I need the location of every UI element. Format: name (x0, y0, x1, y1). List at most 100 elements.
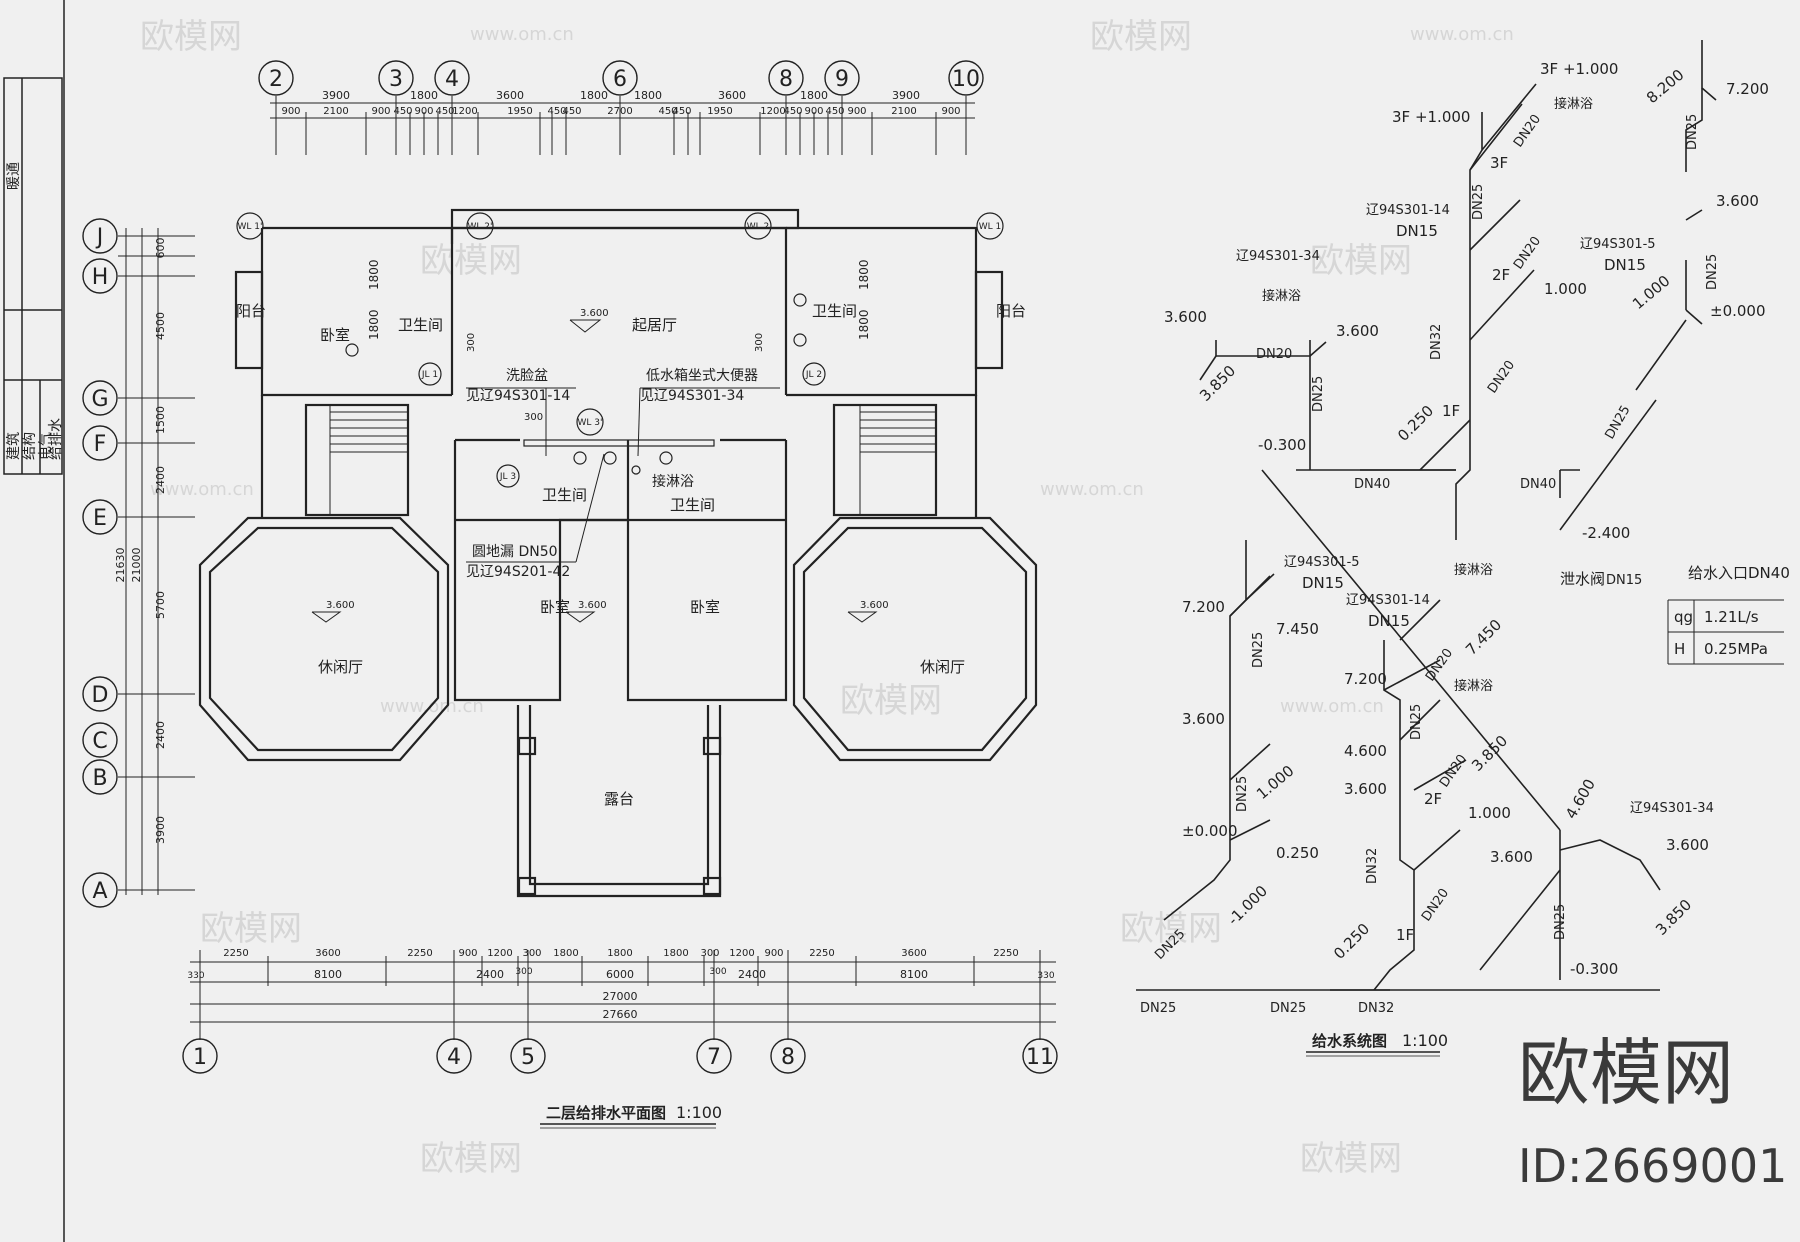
dimension-text: 1950 (707, 106, 732, 117)
axis-label: A (92, 879, 107, 904)
sys-label: 3F (1490, 154, 1508, 172)
sys-label: -0.300 (1570, 960, 1618, 978)
room-label: 卧室 (540, 598, 570, 616)
dimension-text: 1800 (410, 89, 438, 102)
leader-lines (466, 387, 780, 563)
dimension-text: 300 (754, 333, 765, 352)
dimension-text: 3600 (315, 948, 340, 959)
sys-label: 接淋浴 (1454, 678, 1493, 694)
floor-plan: 2 3 4 6 8 9 10 3900 1 (82, 60, 1058, 1129)
sys-label: 8.200 (1643, 66, 1687, 107)
sys-label: DN40 (1354, 477, 1390, 492)
dimension-text: 300 (522, 948, 541, 959)
sys-label: DN25 (1409, 704, 1424, 740)
title-block: 暖通 建筑 结构 电气 给排水 (6, 162, 64, 460)
sys-label: DN32 (1429, 324, 1444, 360)
bottom-dimension-row2: 330 8100 2400 300 6000 300 2400 8100 330… (187, 967, 1054, 1021)
note-shower: 接淋浴 (652, 473, 694, 490)
room-label: 起居厅 (632, 316, 677, 334)
dimension-text: 3600 (901, 948, 926, 959)
sys-label: 0.250 (1394, 402, 1437, 445)
axis-label: 8 (781, 1045, 795, 1070)
sys-label: 0.250 (1276, 844, 1319, 862)
sys-label: 7.450 (1276, 620, 1319, 638)
sys-label: 0.25MPa (1704, 640, 1768, 658)
room-label: 卫生间 (542, 486, 587, 504)
bottom-axis-bubbles (182, 1038, 1058, 1074)
level-mark: 3.600 (578, 600, 607, 611)
dimension-text: 2250 (809, 948, 834, 959)
sys-label: DN32 (1365, 848, 1380, 884)
sys-label: 1.000 (1629, 272, 1673, 313)
dimension-text: 1500 (154, 406, 167, 434)
title-block-label: 结构 (22, 432, 38, 460)
sys-label: 2F (1492, 266, 1510, 284)
dimension-text: 4500 (154, 312, 167, 340)
sys-label: 4.600 (1562, 776, 1599, 822)
dimension-text: 450 (562, 106, 581, 117)
level-triangles (311, 319, 878, 623)
sys-label: 接淋浴 (1262, 288, 1301, 304)
dimension-text: 450 (393, 106, 412, 117)
sys-label: 1.000 (1253, 762, 1297, 803)
note-basin-ref: 见辽94S301-14 (466, 388, 570, 404)
sys-label: DN15 (1604, 256, 1646, 274)
pipe-lines (1136, 40, 1717, 991)
dimension-text: 3600 (496, 89, 524, 102)
dimension-text: 900 (764, 948, 783, 959)
axis-label: G (91, 387, 108, 412)
sys-label: DN20 (1485, 358, 1518, 396)
level-marks: 3.600 3.600 3.600 3.600 (326, 308, 889, 611)
sys-label: DN25 (1235, 776, 1250, 812)
dimension-text: 3900 (154, 816, 167, 844)
sys-label: 3.850 (1468, 732, 1511, 775)
dimension-text: 900 (804, 106, 823, 117)
sys-label: 1.000 (1544, 280, 1587, 298)
dimension-text: 1800 (607, 948, 632, 959)
dimension-text: 3900 (892, 89, 920, 102)
sys-label: 3.600 (1182, 710, 1225, 728)
dimension-text: 450 (672, 106, 691, 117)
dimension-text: 450 (547, 106, 566, 117)
axis-label: 4 (447, 1045, 461, 1070)
sys-label: H (1674, 640, 1685, 658)
bottom-dimension-row1: 2250 3600 2250 900 1200 300 1800 1800 18… (223, 948, 1018, 959)
room-label: 卫生间 (812, 302, 857, 320)
sys-label: 3.850 (1196, 362, 1239, 405)
sys-label: 7.450 (1462, 616, 1505, 659)
sys-label: 3.600 (1164, 308, 1207, 326)
sys-label: 3F +1.000 (1392, 108, 1470, 126)
top-dimension-outer: 3900 1800 3600 1800 1800 3600 1800 3900 (322, 89, 920, 102)
dimension-text: 1800 (663, 948, 688, 959)
axis-label: 11 (1026, 1045, 1054, 1070)
sys-label: DN40 (1520, 477, 1556, 492)
dimension-text: 6000 (606, 968, 634, 981)
dimension-text: 300 (466, 333, 477, 352)
axis-label: C (92, 729, 107, 754)
sys-label: 1.21L/s (1704, 608, 1759, 626)
dimension-text: 1800 (553, 948, 578, 959)
watermark-logo-brand: 欧模网 (1518, 1031, 1734, 1115)
axis-label: 5 (521, 1045, 535, 1070)
watermark-brand: 欧模网 (1120, 909, 1222, 949)
dimension-text: 600 (154, 238, 167, 259)
room-label: 阳台 (996, 302, 1026, 320)
jl-tag: JL 3 (499, 472, 516, 482)
watermark-brand: 欧模网 (1310, 241, 1412, 281)
stairs (329, 405, 936, 515)
room-label: 卧室 (320, 326, 350, 344)
sys-label: DN20 (1511, 112, 1544, 150)
axis-label: 8 (779, 67, 793, 92)
title-block-label: 暖通 (6, 162, 22, 190)
dimension-text: 900 (371, 106, 390, 117)
note-toilet: 低水箱坐式大便器 (646, 368, 758, 384)
dimension-text: 2400 (154, 721, 167, 749)
dimension-text: 27000 (603, 990, 638, 1003)
dimension-text: 1800 (367, 309, 381, 340)
sys-label: DN20 (1437, 752, 1470, 790)
sys-label: DN25 (1471, 184, 1486, 220)
pipe-tag-labels: WL 1' WL 2' WL 2 WL 1 WL 3' JL 1 JL 2 JL… (238, 222, 1002, 482)
sys-label: DN15 (1302, 574, 1344, 592)
sys-label: 3.850 (1652, 896, 1695, 939)
sys-label: DN25 (1311, 376, 1326, 412)
